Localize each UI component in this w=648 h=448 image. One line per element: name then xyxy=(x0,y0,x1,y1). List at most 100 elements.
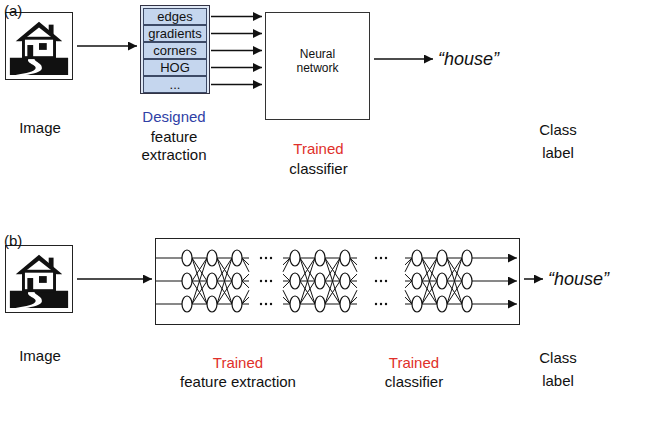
weight-line xyxy=(242,281,249,288)
ellipsis-dot xyxy=(265,303,267,305)
weight-line xyxy=(422,258,437,281)
weight-line xyxy=(405,258,412,272)
weight-line xyxy=(300,258,315,281)
weight-line xyxy=(325,281,340,304)
weight-line xyxy=(283,281,290,288)
ellipsis-dot xyxy=(260,257,262,259)
neuron xyxy=(462,250,472,266)
weight-line xyxy=(447,258,462,304)
class-output: “house” xyxy=(438,50,499,68)
weight-line xyxy=(447,258,462,281)
weight-line xyxy=(350,297,357,304)
ellipsis-dot xyxy=(375,280,377,282)
input-line xyxy=(155,304,182,305)
neuron xyxy=(315,273,325,289)
neuron xyxy=(232,296,242,312)
weight-line xyxy=(192,281,207,304)
ellipsis-dot xyxy=(385,257,387,259)
weight-line xyxy=(300,281,315,304)
neuron xyxy=(437,273,447,289)
weight-line xyxy=(447,258,462,304)
weight-line xyxy=(217,258,232,304)
feature-band: edges xyxy=(143,8,207,25)
panel-letter: (b) xyxy=(4,232,22,250)
neuron xyxy=(182,250,192,266)
neuron xyxy=(412,250,422,266)
weight-line xyxy=(242,304,249,305)
feature-stack: Designedfeature extractionedgesgradients… xyxy=(140,5,210,94)
arrow-connector xyxy=(211,67,262,69)
weight-line xyxy=(422,258,437,281)
weight-line xyxy=(283,258,290,272)
weight-line xyxy=(350,304,357,305)
weight-line xyxy=(242,290,249,304)
neuron xyxy=(437,296,447,312)
output-arrow xyxy=(472,281,517,282)
weight-line xyxy=(405,281,412,288)
weight-line xyxy=(325,258,340,281)
house-icon xyxy=(10,22,68,75)
house-icon xyxy=(6,13,72,79)
ellipsis-dot xyxy=(265,257,267,259)
weight-line xyxy=(447,281,462,304)
weight-line xyxy=(350,290,357,304)
input-line xyxy=(155,258,182,259)
neuron xyxy=(182,296,192,312)
feature-band: corners xyxy=(143,42,207,59)
weight-line xyxy=(405,274,412,281)
neuron xyxy=(340,250,350,266)
connector-group xyxy=(77,17,262,280)
arrow-connector xyxy=(77,278,152,280)
weight-line xyxy=(325,258,340,304)
weight-line xyxy=(217,258,232,281)
weight-line xyxy=(325,258,340,259)
ellipsis-dot xyxy=(265,280,267,282)
neuron xyxy=(232,273,242,289)
weight-line xyxy=(283,290,290,304)
weight-line xyxy=(283,297,290,304)
weight-line xyxy=(300,258,315,281)
weight-line xyxy=(242,258,249,272)
feature-name: edges xyxy=(157,9,192,24)
arrow-connector xyxy=(211,50,262,52)
ellipsis-dot xyxy=(375,303,377,305)
weight-line xyxy=(405,304,412,305)
ellipsis-dot xyxy=(260,280,262,282)
house-icon xyxy=(10,255,68,308)
weight-line xyxy=(217,281,232,304)
image-frame: Image xyxy=(5,245,73,313)
neuron xyxy=(412,296,422,312)
input-line xyxy=(155,281,182,282)
stage-caption: Trained xyxy=(354,354,474,372)
panel-letter: (a) xyxy=(4,2,22,20)
stage-caption: feature extraction xyxy=(127,128,221,164)
neuron xyxy=(437,250,447,266)
column-caption: Class label xyxy=(531,346,585,392)
weight-line xyxy=(300,304,315,305)
box-title: Neural network xyxy=(287,47,349,75)
arrow-connector xyxy=(77,45,137,47)
weight-line xyxy=(350,281,357,288)
neuron xyxy=(207,296,217,312)
weight-line xyxy=(217,258,232,281)
weight-line xyxy=(422,304,437,305)
stage-caption: Trained xyxy=(266,140,371,158)
ellipsis-dot xyxy=(375,257,377,259)
weight-line xyxy=(422,281,437,304)
stage-caption: classifier xyxy=(266,160,371,178)
feature-name: ... xyxy=(170,77,181,92)
weight-line xyxy=(447,304,462,305)
ellipsis-dot xyxy=(385,280,387,282)
weight-line xyxy=(405,297,412,304)
ellipsis-dot xyxy=(380,303,382,305)
neuron xyxy=(182,273,192,289)
neuron xyxy=(315,250,325,266)
image-caption: Image xyxy=(0,119,90,137)
weight-line xyxy=(242,297,249,304)
ellipsis-dot xyxy=(270,303,272,305)
image-frame: Image xyxy=(5,12,73,80)
weight-line xyxy=(192,258,207,304)
weight-line xyxy=(217,258,232,259)
weight-line xyxy=(300,258,315,304)
